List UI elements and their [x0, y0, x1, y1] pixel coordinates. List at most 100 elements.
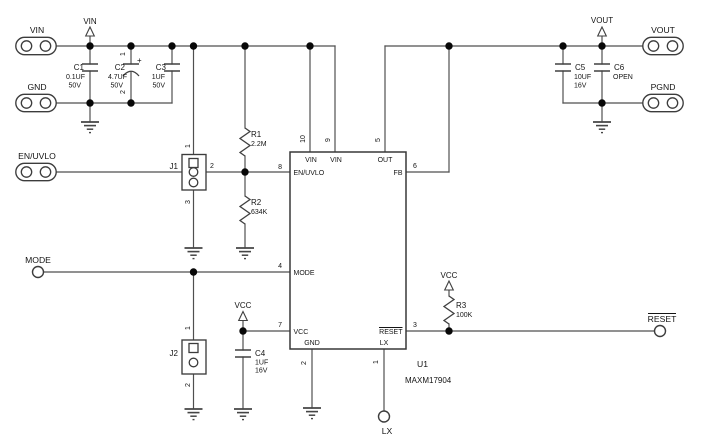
junction-dot — [598, 99, 606, 107]
value: OPEN — [613, 74, 633, 81]
pin-number: 2 — [120, 90, 127, 94]
ic-pin-name: RESET — [379, 329, 403, 336]
junction-dot — [241, 42, 249, 50]
junction-dot — [241, 168, 249, 176]
ic-pin-number: 5 — [375, 138, 382, 142]
connector-label: EN/UVLO — [18, 151, 56, 161]
capacitor-c6: C6 OPEN — [593, 63, 633, 81]
ground-symbol — [233, 408, 253, 421]
value: 100K — [456, 312, 473, 319]
ic-pin-name: EN/UVLO — [294, 170, 325, 177]
ref-des: C1 — [74, 63, 85, 72]
connector-symbol — [15, 93, 57, 113]
resistor-symbol — [239, 195, 251, 225]
ic-pin-name: FB — [394, 170, 403, 177]
jumper-pin2-pad — [188, 167, 199, 177]
ref-des: U1 — [417, 359, 428, 369]
net-name: VCC — [235, 301, 252, 310]
ic-pin-number: 3 — [413, 322, 417, 329]
net-name: VOUT — [591, 16, 613, 25]
ic-pin-number: 1 — [373, 360, 380, 364]
testpoint-lx: LX — [377, 410, 393, 436]
jumper-pin1-pad — [188, 342, 199, 354]
connector-gnd: GND — [15, 82, 57, 113]
junction-dot — [86, 42, 94, 50]
resistor-r3: R3 100K — [443, 295, 473, 325]
capacitor-c5: C5 10UF 16V — [554, 63, 591, 90]
ground-symbol — [302, 407, 322, 420]
net-label-vcc-left: VCC — [235, 301, 252, 322]
junction-dot — [168, 42, 176, 50]
testpoint-reset: RESET — [648, 313, 677, 338]
power-arrow-icon — [444, 280, 454, 291]
connector-vout: VOUT — [642, 25, 684, 56]
junction-dots — [86, 42, 606, 335]
connector-symbol — [642, 93, 684, 113]
ic-u1: VIN VIN OUT EN/UVLO MODE VCC FB RESET GN… — [278, 135, 452, 385]
capacitor-symbol — [593, 63, 611, 72]
ic-pin-number: 4 — [278, 263, 282, 270]
testpoint-symbol — [377, 410, 391, 423]
testpoint-label: LX — [382, 426, 393, 436]
ic-pin-number: 6 — [413, 163, 417, 170]
ic-pin-number: 10 — [300, 135, 307, 143]
testpoint-symbol — [31, 265, 45, 279]
polarity-plus: + — [137, 56, 142, 65]
ref-des: C6 — [614, 63, 625, 72]
junction-dot — [598, 42, 606, 50]
pin-number: 1 — [185, 144, 192, 148]
testpoint-label: MODE — [25, 255, 51, 265]
junction-dot — [445, 327, 453, 335]
power-arrow-icon — [597, 26, 607, 37]
junction-dot — [445, 42, 453, 50]
ref-des: J1 — [170, 162, 179, 171]
ic-pin-name: VCC — [294, 329, 309, 336]
pin-number: 2 — [185, 383, 192, 387]
pin-number: 3 — [185, 200, 192, 204]
ic-pin-name: OUT — [378, 157, 394, 164]
ic-pin-name: GND — [304, 340, 320, 347]
capacitor-plate-polarized — [122, 70, 140, 77]
ref-des: C3 — [156, 63, 167, 72]
ground-symbol — [80, 121, 100, 134]
ref-des: R2 — [251, 198, 262, 207]
connector-symbol — [15, 162, 57, 182]
net-label-vin: VIN — [83, 17, 97, 37]
value: 1UF — [255, 360, 268, 367]
junction-dot — [559, 42, 567, 50]
connector-vin: VIN — [15, 25, 57, 56]
wires — [42, 35, 656, 412]
ic-pin-number: 8 — [278, 164, 282, 171]
jumper-pin3-pad — [188, 177, 199, 188]
jumper-pin2-pad — [188, 357, 199, 368]
pin-number: 1 — [185, 326, 192, 330]
value: 4.7UF — [108, 74, 127, 81]
ref-des: C5 — [575, 63, 586, 72]
capacitor-symbol — [81, 63, 99, 72]
ic-pin-number: 9 — [325, 138, 332, 142]
resistor-r1: R1 2.2M — [239, 127, 267, 157]
resistor-symbol — [239, 127, 251, 157]
testpoint-mode: MODE — [25, 255, 51, 279]
resistor-r2: R2 634K — [239, 195, 268, 225]
rating: 16V — [574, 83, 587, 90]
rating: 50V — [111, 83, 124, 90]
junction-dot — [239, 327, 247, 335]
connector-label: VOUT — [651, 25, 676, 35]
value: 0.1UF — [66, 74, 85, 81]
ic-pin-name: VIN — [305, 157, 317, 164]
capacitor-c3: C3 1UF 50V — [152, 63, 181, 90]
ic-pin-number: 2 — [301, 361, 308, 365]
ground-symbol — [183, 247, 204, 260]
ref-des: R3 — [456, 301, 467, 310]
connector-symbol — [15, 36, 57, 56]
ic-pin-name: VIN — [330, 157, 342, 164]
value: 634K — [251, 209, 268, 216]
rating: 50V — [153, 83, 166, 90]
pin-number: 1 — [120, 52, 127, 56]
testpoint-label: RESET — [648, 314, 677, 324]
ground-symbol — [235, 247, 255, 260]
value: 2.2M — [251, 141, 267, 148]
